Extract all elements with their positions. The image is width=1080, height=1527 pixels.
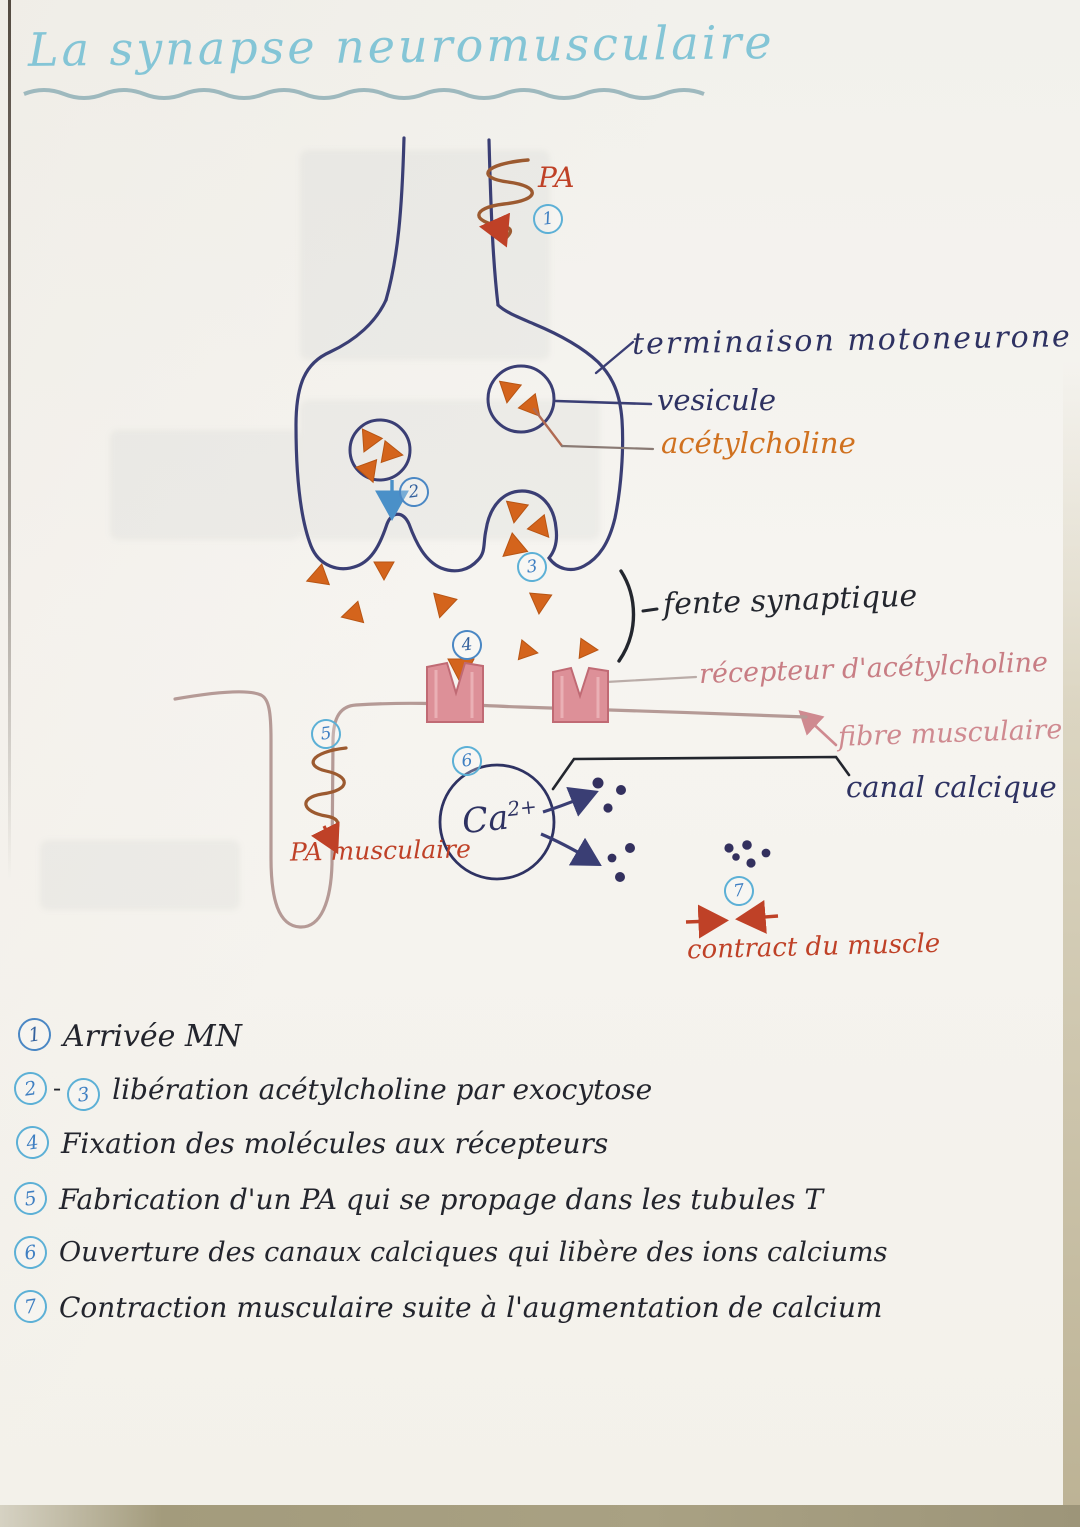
legend-step-5: 5	[11, 1179, 50, 1218]
pencil-smudge	[40, 840, 240, 910]
table-right-edge	[1063, 360, 1080, 1527]
pencil-smudge	[300, 150, 550, 360]
legend-step-4: 4	[13, 1123, 52, 1162]
label-acetylcholine: acétylcholine	[661, 426, 856, 460]
legend-item: 6 Ouverture des canaux calciques qui lib…	[11, 1233, 888, 1272]
ca-charge: 2+	[506, 794, 538, 822]
label-pa-musculaire: PA musculaire	[289, 834, 472, 867]
page-title: La synapse neuromusculaire	[27, 15, 775, 77]
legend-text-6: Ouverture des canaux calciques qui libèr…	[59, 1237, 888, 1268]
legend-text-1: Arrivée MN	[63, 1019, 242, 1054]
calcium-channel-circle	[438, 763, 556, 881]
label-pa-top: PA	[538, 161, 575, 194]
paper-left-edge	[8, 0, 11, 880]
label-contract-du-muscle: contract du muscle	[686, 928, 941, 966]
legend-step-7: 7	[11, 1287, 50, 1326]
terminal-bouton-outline	[294, 298, 625, 573]
legend-text-4: Fixation des molécules aux récepteurs	[61, 1127, 609, 1160]
legend-item: 1 Arrivée MN	[15, 1015, 242, 1054]
legend-text-2-3: libération acétylcholine par exocytose	[112, 1073, 653, 1106]
legend-text-5: Fabrication d'un PA qui se propage dans …	[59, 1183, 824, 1216]
acetylcholine-receptors	[426, 661, 609, 723]
label-canal-calcique: canal calcique	[846, 770, 1057, 804]
legend-item: 4 Fixation des molécules aux récepteurs	[13, 1123, 609, 1162]
label-terminaison-motoneurone: terminaison motoneurone	[631, 319, 1073, 362]
action-potential-coil-top	[477, 158, 534, 248]
legend-text-7: Contraction musculaire suite à l'augment…	[59, 1291, 883, 1324]
legend-item: 2 - 3 libération acétylcholine par exocy…	[11, 1069, 653, 1114]
vesicles	[348, 364, 556, 482]
label-ca2plus: Ca2+	[460, 794, 539, 842]
table-bottom-edge	[0, 1505, 1080, 1527]
action-potential-coil-muscle	[304, 746, 348, 855]
label-connectors	[532, 340, 851, 791]
legend-step-1: 1	[15, 1015, 54, 1054]
calcium-ion-dots	[592, 777, 771, 882]
legend-step-separator: -	[53, 1074, 62, 1102]
label-fente-synaptique: fente synaptique	[662, 578, 918, 623]
legend-step-2: 2	[11, 1069, 50, 1108]
contraction-arrows	[685, 900, 779, 939]
legend-step-6: 6	[11, 1233, 50, 1272]
acetylcholine-triangles	[305, 380, 599, 686]
title-underline-wave	[23, 88, 705, 100]
legend-step-3: 3	[64, 1075, 103, 1114]
legend-item: 5 Fabrication d'un PA qui se propage dan…	[11, 1179, 824, 1218]
pencil-smudge	[110, 430, 300, 540]
calcium-release-arrows	[540, 786, 602, 867]
synaptic-cleft-bracket	[617, 569, 659, 663]
label-vesicule: vesicule	[657, 383, 777, 417]
pencil-smudge	[300, 400, 600, 540]
axon-lines	[384, 136, 500, 307]
legend-item: 7 Contraction musculaire suite à l'augme…	[11, 1287, 883, 1326]
